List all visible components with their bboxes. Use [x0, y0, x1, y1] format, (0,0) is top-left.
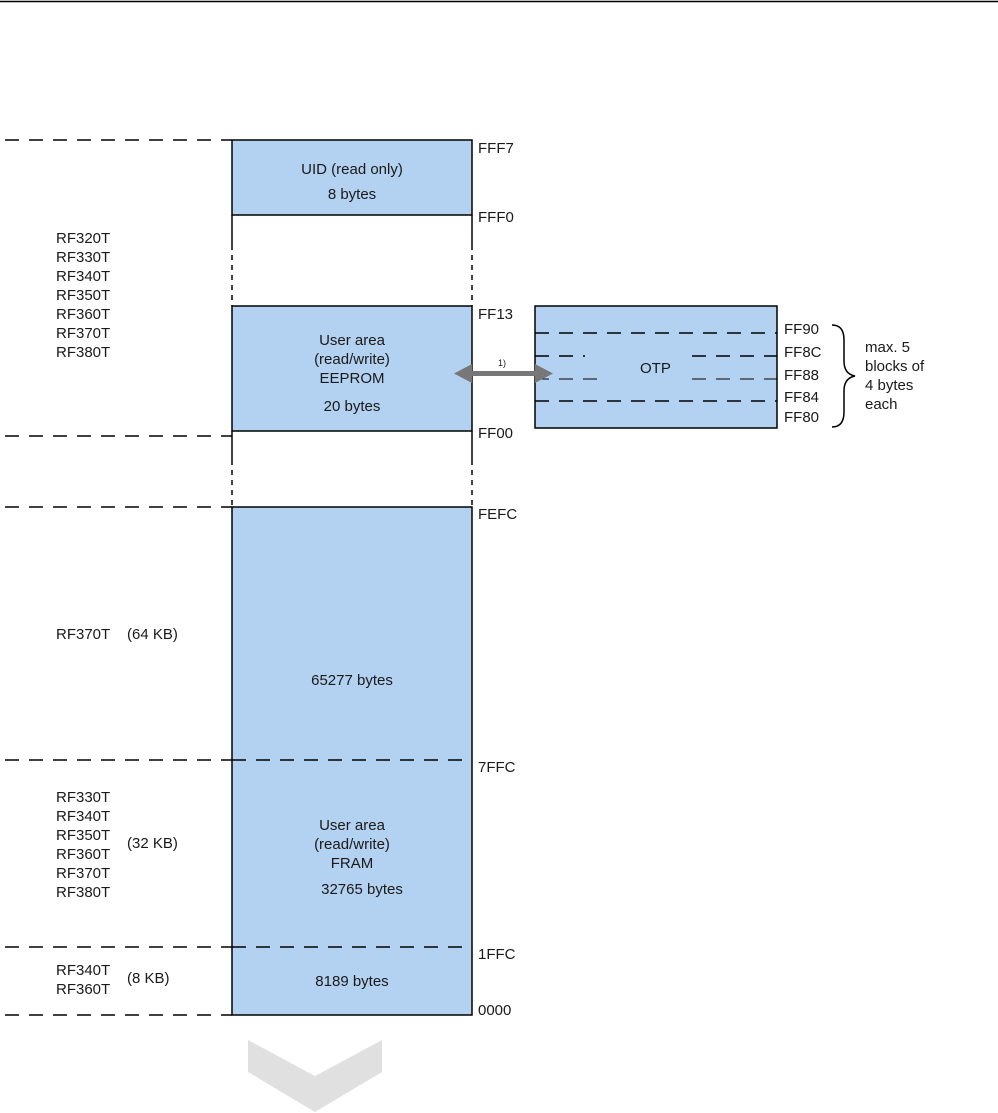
address-fefc: FEFC [478, 506, 518, 523]
kb32-model-list: RF330T RF340T RF350T RF360T RF370T RF380… [56, 789, 111, 901]
otp-block-note: max. 5 blocks of 4 bytes each [865, 339, 925, 413]
address-fff0: FFF0 [478, 209, 514, 226]
double-arrow-icon [454, 364, 553, 383]
address-ff00: FF00 [478, 425, 514, 442]
otp-address-ff8c: FF8C [784, 344, 822, 361]
otp-address-ff90: FF90 [784, 321, 820, 338]
address-fff7: FFF7 [478, 140, 514, 157]
eeprom-label-line3: EEPROM [319, 370, 385, 387]
uid-block [231, 139, 473, 216]
eeprom-label-line1: User area [319, 332, 385, 349]
otp-separators [535, 332, 777, 402]
chevron-down-icon [248, 1040, 382, 1112]
address-7ffc: 7FFC [478, 759, 516, 776]
range-separators [5, 139, 232, 1016]
otp-address-ff88: FF88 [784, 367, 820, 384]
fram-64kb-size: 65277 bytes [311, 672, 393, 689]
otp-address-ff80: FF80 [784, 409, 820, 426]
fram-label-line1: User area [319, 817, 385, 834]
kb32-capacity: (32 KB) [127, 835, 178, 852]
address-1ffc: 1FFC [478, 946, 516, 963]
fram-label-line3: FRAM [330, 855, 374, 872]
fram-8kb-size: 8189 bytes [315, 973, 389, 990]
fram-separators [232, 759, 472, 948]
eeprom-block [231, 305, 473, 432]
otp-address-ff84: FF84 [784, 389, 820, 406]
fram-block [231, 506, 473, 1016]
address-0000: 0000 [478, 1002, 512, 1019]
otp-block [534, 305, 778, 429]
curly-brace-icon [831, 324, 856, 428]
kb8-model-list: RF340T RF360T [56, 962, 111, 998]
fram-32kb-size: 32765 bytes [321, 881, 403, 898]
uid-size: 8 bytes [327, 186, 377, 203]
gap-lines [231, 215, 473, 507]
otp-label: OTP [640, 360, 671, 377]
eeprom-size: 20 bytes [323, 398, 381, 415]
kb64-capacity: (64 KB) [127, 626, 178, 643]
uid-title: UID (read only) [301, 161, 403, 178]
kb64-model-list: RF370T [56, 626, 111, 643]
fram-label-line2: (read/write) [314, 836, 390, 853]
arrow-footnote: 1) [498, 358, 507, 368]
eeprom-model-list: RF320T RF330T RF340T RF350T RF360T RF370… [56, 230, 111, 361]
eeprom-label-line2: (read/write) [314, 351, 390, 368]
address-ff13: FF13 [478, 306, 514, 323]
kb8-capacity: (8 KB) [127, 970, 170, 987]
